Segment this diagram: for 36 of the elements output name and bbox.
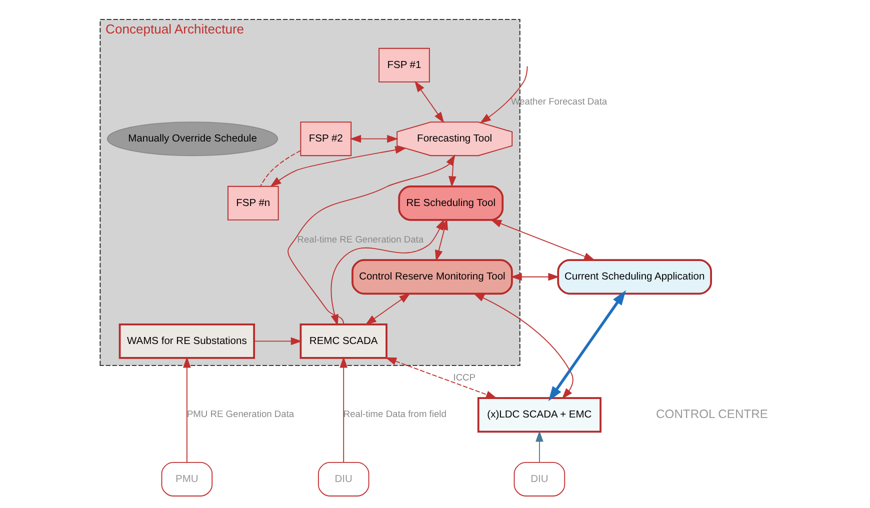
- node-box: FSP #1: [378, 48, 430, 82]
- connector: [260, 150, 302, 187]
- edge-label: Real-time RE Generation Data: [297, 234, 424, 244]
- arrow: [473, 293, 574, 400]
- arrow: [330, 218, 444, 326]
- arrow: [536, 430, 544, 462]
- node-box: Control Reserve Monitoring Tool: [352, 259, 513, 295]
- node-ellipse: Manually Override Schedule: [106, 122, 278, 156]
- edge-label: ICCP: [453, 372, 476, 382]
- arrow: [480, 66, 528, 124]
- node-box: (x)LDC SCADA + EMC: [477, 397, 602, 433]
- arrow: [365, 293, 411, 326]
- arrow: [350, 134, 398, 143]
- arrow: [414, 80, 444, 124]
- edge-label: PMU RE Generation Data: [186, 409, 294, 420]
- arrow: [254, 337, 302, 346]
- node-box: REMC SCADA: [300, 323, 388, 359]
- arrow: [270, 146, 406, 187]
- arrow: [183, 356, 191, 463]
- arrow: [490, 220, 596, 261]
- node-box: PMU: [161, 462, 213, 496]
- arrow: [340, 356, 348, 463]
- arrow: [288, 154, 456, 325]
- edge-label: Real-time Data from field: [343, 409, 446, 420]
- node-box: FSP #n: [228, 186, 279, 220]
- label: CONTROL CENTRE: [656, 407, 768, 422]
- edge-label: Weather Forecast Data: [510, 96, 608, 106]
- arrow: [385, 357, 498, 398]
- node-box: RE Scheduling Tool: [398, 185, 504, 221]
- arrow: [510, 272, 560, 281]
- node-box: WAMS for RE Substations: [118, 323, 255, 359]
- node-box: DIU: [318, 462, 370, 496]
- node-box: Current Scheduling Application: [557, 259, 712, 295]
- node-box: FSP #2: [300, 122, 352, 156]
- arrow: [548, 290, 626, 402]
- node-box: DIU: [514, 462, 566, 496]
